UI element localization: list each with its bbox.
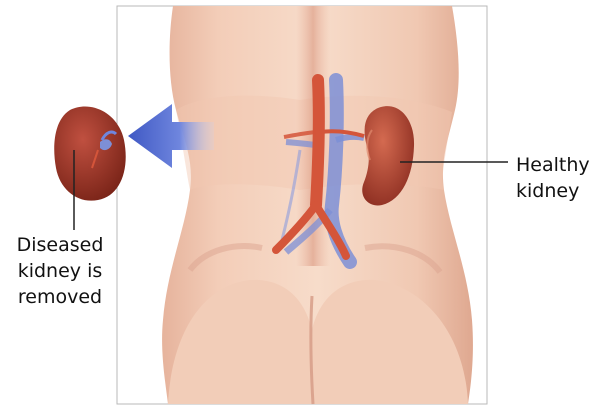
- diseased-label-line3: removed: [6, 284, 114, 310]
- diseased-kidney-icon: [54, 107, 125, 201]
- diseased-kidney-label: Diseased kidney is removed: [6, 232, 114, 310]
- healthy-label-line1: Healthy: [516, 152, 590, 178]
- renal-vein-right: [336, 137, 364, 140]
- healthy-label-line2: kidney: [516, 178, 590, 204]
- healthy-kidney-label: Healthy kidney: [516, 152, 590, 204]
- aorta: [316, 80, 319, 205]
- diseased-label-line1: Diseased: [6, 232, 114, 258]
- diseased-label-line2: kidney is: [6, 258, 114, 284]
